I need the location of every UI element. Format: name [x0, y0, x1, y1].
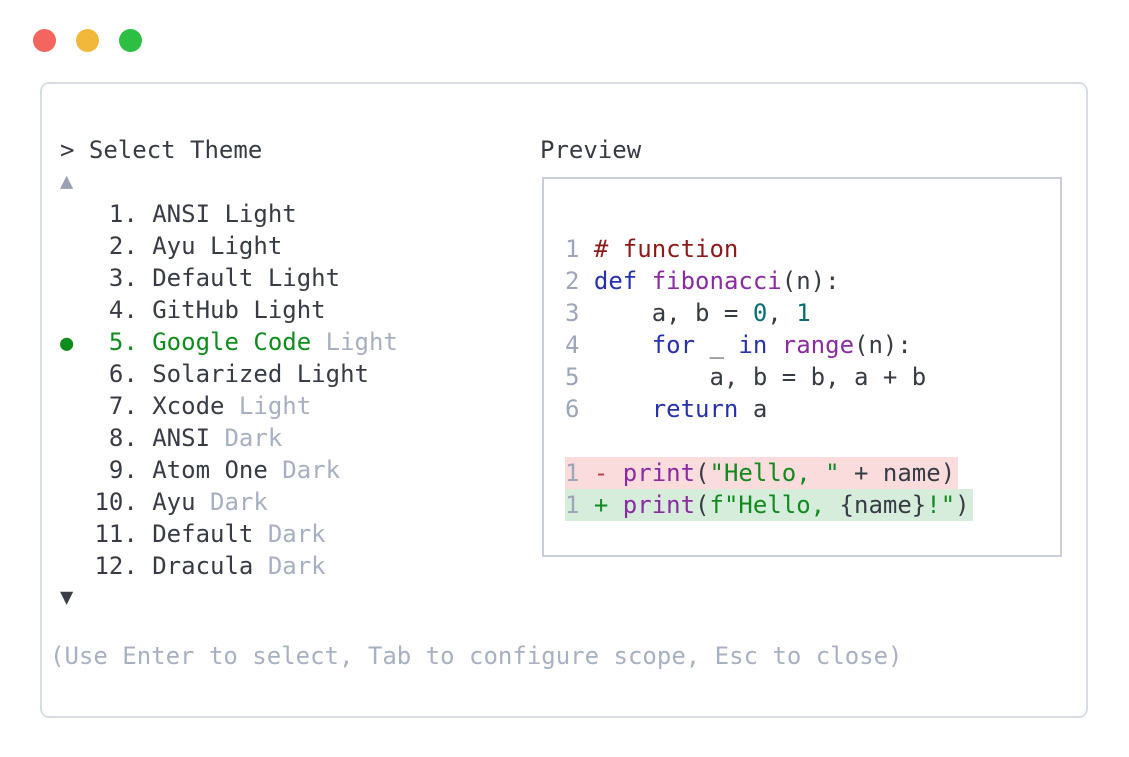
item-number: 6.: [108, 360, 138, 388]
theme-picker-panel: > Select Theme Preview ▲ 1. ANSI Light 2. A…: [40, 82, 1088, 718]
item-name: Xcode: [152, 392, 225, 420]
item-name: Dracula: [152, 552, 254, 580]
item-number: 1.: [108, 200, 138, 228]
window-controls: [33, 29, 142, 52]
code-line: 4 for _ in range(n):: [565, 331, 912, 359]
theme-list-item-2[interactable]: 2. Ayu Light: [60, 230, 520, 262]
item-name: Atom One: [152, 456, 268, 484]
theme-list-item-1[interactable]: 1. ANSI Light: [60, 198, 520, 230]
item-name: GitHub Light: [152, 296, 326, 324]
item-name: Default: [152, 520, 254, 548]
item-number: 11.: [94, 520, 138, 548]
line-number: 1: [565, 459, 580, 487]
page-title-text: Select Theme: [88, 136, 263, 164]
zoom-button[interactable]: [119, 29, 142, 52]
code-line: 5 a, b = b, a + b: [565, 363, 927, 391]
line-number: 4: [565, 331, 580, 359]
code-line: 1+ print(f"Hello, {name}!"): [565, 489, 1060, 521]
theme-list-item-12[interactable]: 12. Dracula Dark: [60, 550, 520, 582]
item-name: ANSI: [152, 424, 211, 452]
line-number: 2: [565, 267, 580, 295]
item-number: 10.: [94, 488, 138, 516]
item-name: ANSI Light: [152, 200, 297, 228]
theme-list-item-4[interactable]: 4. GitHub Light: [60, 294, 520, 326]
minimize-button[interactable]: [76, 29, 99, 52]
item-variant: Dark: [224, 424, 283, 452]
theme-list-item-10[interactable]: 10. Ayu Dark: [60, 486, 520, 518]
item-variant: Dark: [282, 456, 341, 484]
selected-dot: ●: [60, 331, 74, 356]
item-name: Ayu: [152, 488, 196, 516]
theme-list-item-5[interactable]: ● 5. Google Code Light: [60, 326, 520, 358]
item-number: 4.: [108, 296, 138, 324]
item-variant: Dark: [267, 520, 326, 548]
theme-list-item-3[interactable]: 3. Default Light: [60, 262, 520, 294]
theme-list-item-7[interactable]: 7. Xcode Light: [60, 390, 520, 422]
item-variant: Dark: [210, 488, 268, 516]
item-number: 7.: [108, 392, 138, 420]
code-line: 1- print("Hello, " + name): [565, 457, 1060, 489]
item-name: Google Code: [152, 328, 312, 356]
code-line: 1# function: [565, 235, 739, 263]
item-variant: Light: [238, 392, 312, 420]
prompt-icon: >: [60, 136, 75, 164]
item-number: 5.: [108, 328, 138, 356]
theme-list-item-6[interactable]: 6. Solarized Light: [60, 358, 520, 390]
item-number: 2.: [108, 232, 138, 260]
line-number: 6: [565, 395, 580, 423]
code-line: 6 return a: [565, 395, 768, 423]
item-name: Solarized Light: [152, 360, 369, 388]
item-variant: Dark: [267, 552, 326, 580]
theme-list: 1. ANSI Light 2. Ayu Light 3. Default Light…: [60, 198, 520, 582]
page-title: > Select Theme: [60, 134, 262, 166]
preview-label: Preview: [540, 136, 642, 164]
item-number: 3.: [108, 264, 138, 292]
theme-list-item-8[interactable]: 8. ANSI Dark: [60, 422, 520, 454]
theme-list-item-11[interactable]: 11. Default Dark: [60, 518, 520, 550]
item-variant: Light: [325, 328, 398, 356]
code-line: 3 a, b = 0, 1: [565, 299, 811, 327]
code-line: [565, 425, 1060, 457]
theme-list-item-9[interactable]: 9. Atom One Dark: [60, 454, 520, 486]
item-number: 12.: [94, 552, 138, 580]
close-button[interactable]: [33, 29, 56, 52]
scroll-down-icon[interactable]: ▼: [60, 585, 74, 610]
item-number: 9.: [108, 456, 138, 484]
scroll-up-icon[interactable]: ▲: [60, 169, 74, 194]
footer-hint: (Use Enter to select, Tab to configure s…: [50, 642, 903, 670]
line-number: 3: [565, 299, 580, 327]
line-number: 1: [565, 491, 580, 519]
item-number: 8.: [108, 424, 138, 452]
item-name: Ayu Light: [152, 232, 283, 260]
line-number: 1: [565, 235, 580, 263]
line-number: 5: [565, 363, 580, 391]
item-name: Default Light: [152, 264, 341, 292]
